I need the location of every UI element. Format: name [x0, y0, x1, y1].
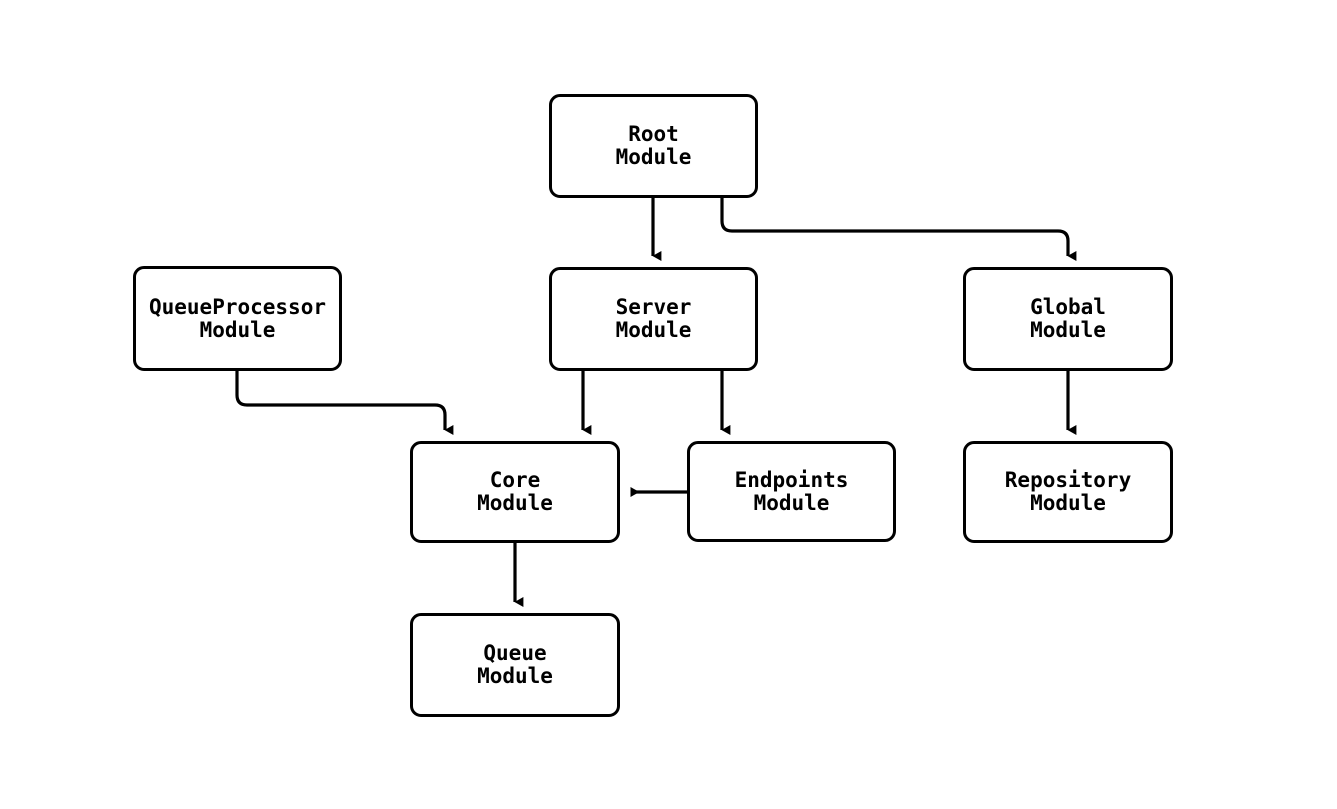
- node-endpoints-module-line1: Endpoints: [734, 467, 849, 492]
- node-queueprocessor-module[interactable]: QueueProcessor Module: [133, 266, 342, 371]
- node-repository-module-line1: Repository: [1004, 468, 1132, 492]
- node-server-module-line2: Module: [615, 318, 692, 342]
- node-global-module-line1: Global: [1030, 295, 1106, 319]
- node-server-module-line1: Server: [615, 295, 692, 319]
- node-queue-module-line2: Module: [477, 664, 553, 688]
- node-core-module-line1: Core: [489, 468, 541, 492]
- node-global-module[interactable]: Global Module: [963, 267, 1173, 371]
- edge-root-to-global: [720, 198, 1077, 261]
- node-root-module-line1: Root: [628, 122, 679, 146]
- node-core-module[interactable]: Core Module: [410, 441, 620, 543]
- node-server-module[interactable]: Server Module: [549, 267, 758, 371]
- node-queueprocessor-module-line1: QueueProcessor: [148, 294, 326, 319]
- edge-queueprocessor-to-core: [235, 371, 454, 435]
- node-repository-module-line2: Module: [1030, 491, 1106, 515]
- node-queue-module-line1: Queue: [483, 641, 547, 665]
- node-core-module-line2: Module: [477, 491, 553, 515]
- node-endpoints-module[interactable]: Endpoints Module: [687, 441, 896, 542]
- node-root-module-line2: Module: [615, 145, 692, 169]
- node-repository-module[interactable]: Repository Module: [963, 441, 1173, 543]
- node-root-module[interactable]: Root Module: [549, 94, 758, 198]
- node-queueprocessor-module-line2: Module: [199, 317, 276, 342]
- node-queue-module[interactable]: Queue Module: [410, 613, 620, 717]
- node-endpoints-module-line2: Module: [753, 490, 830, 515]
- node-global-module-line2: Module: [1030, 318, 1106, 342]
